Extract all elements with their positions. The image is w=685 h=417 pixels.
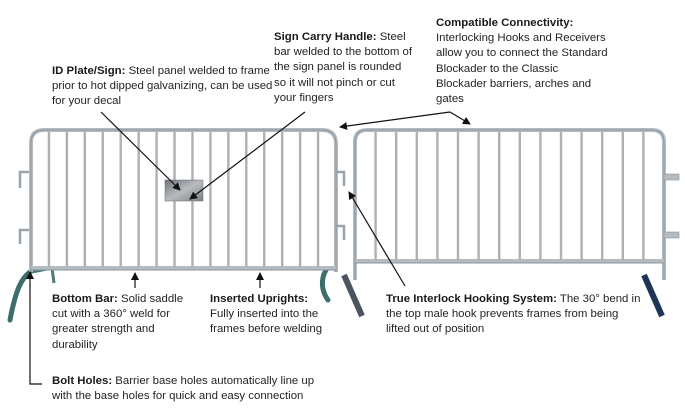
callout-title: Compatible Connectivity:: [436, 17, 574, 29]
arrow-compat-right: [449, 111, 471, 125]
callout-id-plate: ID Plate/Sign: Steel panel welded to fra…: [52, 64, 282, 110]
callout-text: The 30° bend in the top male hook preven…: [386, 293, 641, 336]
callout-title: Bolt Holes:: [52, 375, 113, 387]
left-hook-bottom: [18, 228, 31, 244]
right-barrier-foot-left: [341, 273, 365, 318]
callout-inserted-uprights: Inserted Uprights: Fully inserted into t…: [210, 292, 325, 338]
callout-title: ID Plate/Sign:: [52, 65, 126, 77]
callout-true-interlock: True Interlock Hooking System: The 30° b…: [386, 292, 641, 338]
callout-bolt-holes: Bolt Holes: Barrier base holes automatic…: [52, 374, 332, 404]
left-hook-top: [18, 170, 31, 188]
right-barrier-frame: [353, 128, 666, 280]
callout-title: Inserted Uprights:: [210, 293, 309, 305]
id-plate-sign: [164, 179, 204, 202]
arrow-bolt-holes: [26, 271, 42, 385]
right-barrier: [341, 128, 680, 318]
callout-text: Solid saddle cut with a 360° weld for gr…: [52, 293, 184, 351]
callout-text: Steel panel welded to frame prior to hot…: [52, 65, 273, 108]
callout-text: Steel bar welded to the bottom of the si…: [274, 31, 413, 104]
callout-text: Fully inserted into the frames before we…: [210, 308, 323, 336]
left-barrier-foot-left: [7, 269, 33, 323]
callout-title: Bottom Bar:: [52, 293, 118, 305]
arrow-true-interlock: [348, 191, 406, 287]
right-receiver-bottom: [663, 231, 680, 239]
arrow-sign-handle: [189, 111, 306, 200]
callout-sign-carry-handle: Sign Carry Handle: Steel bar welded to t…: [274, 30, 414, 106]
arrow-compat-left: [339, 111, 451, 131]
callout-compatible-connectivity: Compatible Connectivity: Interlocking Ho…: [436, 16, 611, 107]
callout-text: Interlocking Hooks and Receivers allow y…: [436, 32, 608, 106]
callout-arrows: [26, 111, 471, 385]
arrow-id-plate: [100, 111, 181, 191]
callout-title: True Interlock Hooking System:: [386, 293, 557, 305]
callout-text: Barrier base holes automatically line up…: [52, 375, 315, 403]
right-barrier-uprights: [374, 132, 645, 260]
callout-bottom-bar: Bottom Bar: Solid saddle cut with a 360°…: [52, 292, 187, 353]
callout-title: Sign Carry Handle:: [274, 31, 377, 43]
right-barrier-foot-right: [641, 273, 665, 318]
left-barrier-foot-right: [319, 267, 331, 303]
right-receiver-top: [663, 173, 680, 181]
